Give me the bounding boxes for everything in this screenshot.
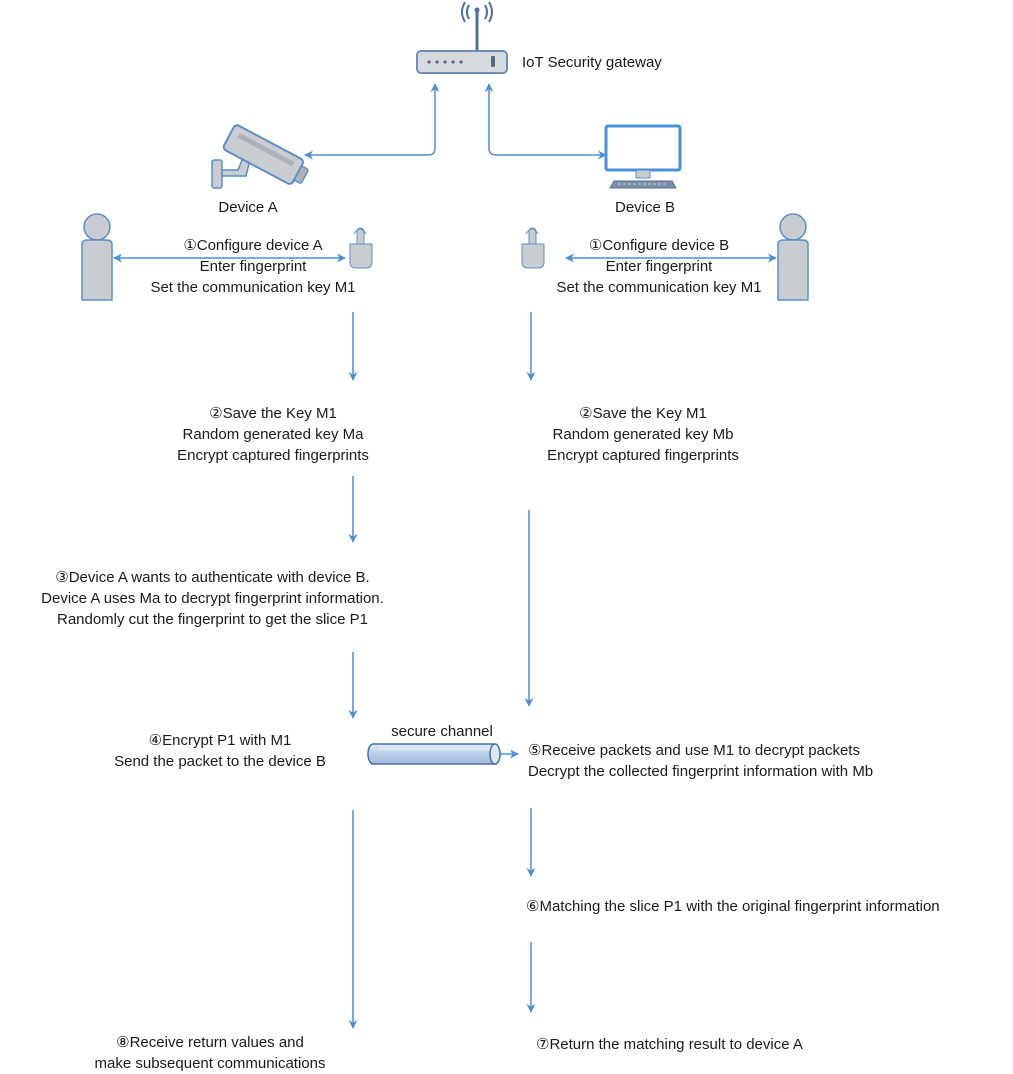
- person-icon: [81, 213, 113, 301]
- step-1-configure-b: ①Configure device B Enter fingerprint Se…: [556, 237, 762, 296]
- device-b-label: Device B: [614, 199, 676, 216]
- security-camera-icon: [211, 124, 309, 189]
- person-icon: [777, 213, 809, 301]
- step-2-save-b: ②Save the Key M1 Random generated key Mb…: [547, 405, 739, 464]
- step-5-receive-b: ⑤Receive packets and use M1 to decrypt p…: [528, 742, 874, 780]
- secure-channel-pipe: [367, 743, 501, 765]
- gateway-to-device-b-arrow: [484, 83, 607, 160]
- secure-channel-label: secure channel: [391, 723, 493, 740]
- step-4-encrypt-a: ④Encrypt P1 with M1 Send the packet to t…: [114, 732, 326, 770]
- step-2-save-a: ②Save the Key M1 Random generated key Ma…: [177, 405, 369, 464]
- gateway-to-device-a-arrow: [304, 83, 440, 160]
- gateway-label: IoT Security gateway: [522, 54, 662, 71]
- step-3-authenticate-a: ③Device A wants to authenticate with dev…: [41, 569, 384, 628]
- monitor-icon: [604, 124, 682, 189]
- fingerprint-hand-icon: [521, 227, 545, 269]
- router-icon: [416, 1, 508, 74]
- step-1-configure-a: ①Configure device A Enter fingerprint Se…: [150, 237, 356, 296]
- step-8-final-a: ⑧Receive return values and make subseque…: [94, 1034, 326, 1072]
- step-7-return-b: ⑦Return the matching result to device A: [536, 1036, 803, 1053]
- device-a-label: Device A: [218, 199, 278, 216]
- fingerprint-hand-icon: [349, 227, 373, 269]
- step-6-match-b: ⑥Matching the slice P1 with the original…: [526, 898, 940, 915]
